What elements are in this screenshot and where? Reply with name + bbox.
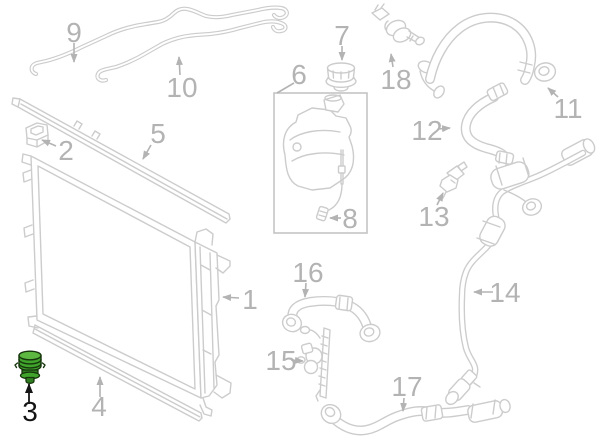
callout-8[interactable]: 8 [329, 203, 358, 234]
part-17-lower-hose[interactable] [318, 398, 512, 436]
callout-14[interactable]: 14 [473, 277, 521, 308]
callout-13[interactable]: 13 [418, 192, 450, 232]
part-2-mount-bracket[interactable] [25, 122, 49, 148]
callout-label-17: 17 [391, 371, 422, 402]
callout-15[interactable]: 15 [265, 345, 304, 376]
callout-7[interactable]: 7 [334, 20, 350, 61]
callout-label-5: 5 [150, 118, 166, 149]
callout-9[interactable]: 9 [66, 17, 82, 63]
callout-label-13: 13 [418, 201, 449, 232]
callout-12[interactable]: 12 [411, 115, 451, 146]
callout-11[interactable]: 11 [547, 87, 583, 124]
callout-10[interactable]: 10 [166, 56, 198, 103]
callout-label-1: 1 [242, 284, 258, 315]
callout-label-16: 16 [292, 257, 323, 288]
part-6-expansion-tank[interactable] [282, 94, 355, 191]
callout-6[interactable]: 6 [276, 59, 307, 94]
callout-4[interactable]: 4 [91, 376, 107, 422]
part-11-upper-hose[interactable] [417, 12, 558, 100]
part-4-lower-trim[interactable] [32, 324, 203, 422]
part-8-level-sensor[interactable] [315, 149, 346, 222]
part-13-sensor[interactable] [439, 161, 468, 199]
callout-label-4: 4 [91, 391, 107, 422]
callout-label-15: 15 [265, 345, 296, 376]
callout-17[interactable]: 17 [391, 371, 423, 412]
callout-label-12: 12 [411, 115, 442, 146]
callout-label-11: 11 [553, 93, 582, 124]
part-16-hose[interactable] [280, 294, 382, 344]
callout-2[interactable]: 2 [41, 135, 74, 166]
part-1-radiator[interactable] [21, 153, 232, 417]
part-14-coolant-pipe[interactable] [443, 137, 597, 407]
callout-label-14: 14 [489, 277, 520, 308]
callout-3[interactable]: 3 [22, 383, 38, 427]
part-12-hose[interactable] [460, 82, 515, 178]
part-10-vent-line[interactable] [95, 19, 288, 83]
callout-label-6: 6 [291, 59, 307, 90]
callout-label-3: 3 [22, 396, 38, 427]
part-7-tank-cap[interactable] [325, 62, 357, 92]
part-18-thermostat[interactable] [371, 3, 426, 46]
part-6-frame-box[interactable] [273, 92, 368, 234]
callout-1[interactable]: 1 [222, 284, 258, 315]
callout-label-18: 18 [380, 64, 411, 95]
callout-5[interactable]: 5 [142, 118, 166, 160]
callout-label-8: 8 [342, 203, 358, 234]
callout-18[interactable]: 18 [380, 53, 412, 95]
callout-label-10: 10 [166, 72, 197, 103]
part-9-vent-line[interactable] [29, 5, 289, 77]
callout-label-7: 7 [334, 20, 350, 51]
part-5-upper-trim[interactable] [11, 97, 231, 224]
part-15-valve[interactable] [296, 325, 331, 402]
part-3-mount-bushing-highlighted[interactable] [14, 350, 46, 384]
callout-16[interactable]: 16 [292, 257, 324, 298]
callout-label-9: 9 [66, 17, 82, 48]
callout-label-2: 2 [58, 135, 74, 166]
